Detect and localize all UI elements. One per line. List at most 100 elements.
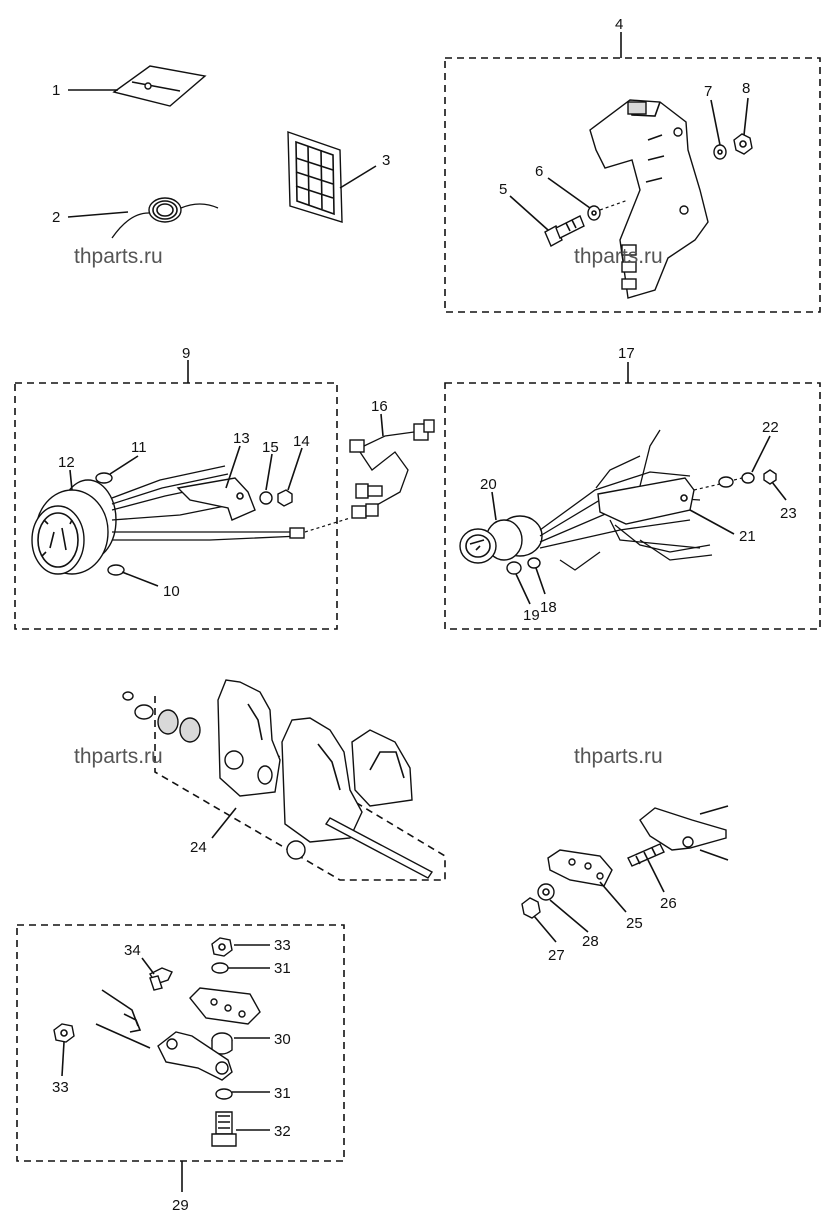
callout-24: 24 [190,839,207,856]
part-8-nut [733,133,753,155]
leader-11 [109,455,139,475]
part-2-cord [111,197,219,239]
group-box-29 [16,924,345,1162]
part-19-ring [506,561,522,575]
callout-17: 17 [618,345,635,362]
leader-6 [547,177,591,209]
part-20-switch [459,515,543,564]
callout-10: 10 [163,583,180,600]
leader-18 [535,567,546,595]
part-11-washer [95,472,113,484]
part-29-plate [189,987,261,1025]
callout-31a: 31 [274,960,291,977]
part-34-bolt [149,967,173,991]
callout-14: 14 [293,433,310,450]
leader-25 [599,881,627,913]
part-31-washer-bottom [215,1088,233,1100]
leader-7 [710,99,721,146]
callout-7: 7 [704,83,712,100]
callout-27: 27 [548,947,565,964]
part-12-gauge [31,479,117,575]
leader-26 [647,859,665,893]
callout-13: 13 [233,430,250,447]
part-15-washer [259,491,273,505]
callout-31b: 31 [274,1085,291,1102]
leader-34 [141,957,155,975]
callout-32: 32 [274,1123,291,1140]
callout-1: 1 [52,82,60,99]
part-6-washer [587,205,601,221]
callout-11: 11 [131,439,147,456]
part-24-mount [122,679,446,881]
leader-15 [265,453,273,491]
callout-21: 21 [739,528,756,545]
part-7-washer [713,144,727,160]
watermark-4: thparts.ru [574,745,663,768]
part-10-washer [107,564,125,576]
callout-28: 28 [582,933,599,950]
callout-9: 9 [182,345,190,362]
watermark-3: thparts.ru [74,745,163,768]
callout-16: 16 [371,398,388,415]
part-4-bracket [589,99,709,299]
callout-19: 19 [523,607,540,624]
part-5-bolt [544,215,585,247]
part-30-spacer [211,1032,233,1055]
callout-33b: 33 [52,1079,69,1096]
group-box-9 [14,382,338,630]
callout-15: 15 [262,439,279,456]
callout-6: 6 [535,163,543,180]
part-33-nut-left [53,1023,75,1043]
leader-20 [491,491,497,521]
leader-22 [751,435,771,473]
tiller-arm [639,805,729,861]
part-23-nut [763,469,777,485]
leader-33b [61,1041,65,1077]
gauge-wires [111,465,351,541]
part-18-ring [527,557,541,569]
group-box-4 [444,57,821,313]
leader-27 [533,915,557,943]
callout-2: 2 [52,209,60,226]
part-14-nut [277,489,293,507]
leader-19 [515,573,531,605]
callout-22: 22 [762,419,779,436]
part-13-clamp [176,477,256,521]
part-22-washer [718,476,734,488]
callout-4: 4 [615,16,623,33]
callout-5: 5 [499,181,507,198]
watermark-1: thparts.ru [74,245,163,268]
leader-3 [339,165,377,189]
leader-2 [67,211,129,218]
callout-8: 8 [742,80,750,97]
link-arm [95,989,233,1081]
callout-25: 25 [626,915,643,932]
callout-29: 29 [172,1197,189,1214]
part-3-decal [287,131,343,223]
part-25-plate [547,849,613,887]
callout-33a: 33 [274,937,291,954]
leader-24 [211,807,237,839]
callout-18: 18 [540,599,557,616]
part-27-nut [521,897,541,919]
leader-8 [743,97,749,136]
callout-23: 23 [780,505,797,522]
leader-16 [380,413,384,437]
leader-28 [549,899,589,933]
part-16-harness [349,419,435,519]
part-28-washer [537,883,555,901]
leader-10 [121,571,159,587]
leader-13 [225,445,241,489]
part-31-washer-top [211,962,229,974]
part-32-bolt [211,1111,237,1147]
leader-14 [287,447,303,491]
leader-21 [689,509,735,535]
callout-20: 20 [480,476,497,493]
part-33-nut-top [211,937,233,957]
group-box-17 [444,382,821,630]
part-1-pouch [112,65,207,107]
callout-3: 3 [382,152,390,169]
leader-12 [69,469,73,491]
leader-5 [509,195,549,231]
